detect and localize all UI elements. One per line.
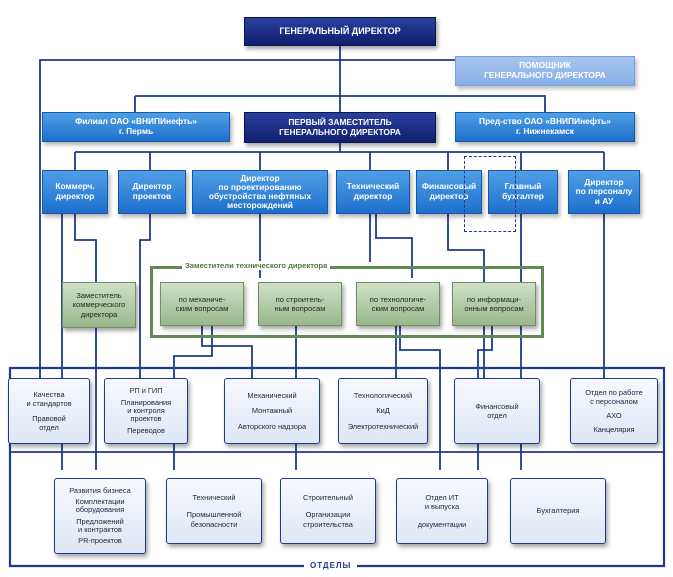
tech-deputies-title: Заместители технического директора (182, 261, 331, 270)
dept-translation-line: Переводов (127, 426, 165, 436)
dashed-relation-frame (464, 156, 516, 232)
dept-safety-line: Промышленной безопасности (186, 510, 242, 529)
financial-director-box: Финансовый директор (416, 170, 482, 214)
first-deputy-box: ПЕРВЫЙ ЗАМЕСТИТЕЛЬ ГЕНЕРАЛЬНОГО ДИРЕКТОР… (244, 112, 436, 143)
dept-technical-line: Технический (192, 493, 236, 503)
dept-business-line: Развития бизнеса (69, 486, 131, 496)
deputy-information-box: по информаци- онным вопросам (452, 282, 536, 326)
dept-quality-line: Качества и стандартов (26, 389, 72, 408)
dept-equipment-line: Комплектации оборудования (75, 497, 125, 515)
dept-mechanical-line: Механический (247, 391, 297, 401)
dept-accounting: Бухгалтерия (510, 478, 606, 544)
chief-accountant-box: Главный бухгалтер (488, 170, 558, 214)
dept-construction: Строительный Организации строительства (280, 478, 376, 544)
dept-technical: Технический Промышленной безопасности (166, 478, 262, 544)
dept-supervision-line: Авторского надзора (237, 421, 307, 431)
dept-legal-line: Правовой отдел (32, 414, 66, 433)
project-director-box: Директор проектов (118, 170, 186, 214)
technical-director-box: Технический директор (336, 170, 410, 214)
dept-hr-line: Отдел по работе с персоналом (585, 387, 643, 406)
dept-technological-line: Технологический (353, 391, 413, 401)
hr-director-box: Директор по персоналу и АУ (568, 170, 640, 214)
dept-planning-line: Планирования и контроля проектов (120, 397, 172, 424)
general-director-box: ГЕНЕРАЛЬНЫЙ ДИРЕКТОР (244, 17, 436, 46)
dept-kid-line: КиД (376, 406, 390, 416)
dept-rp-gip-line: РП и ГИП (129, 385, 163, 395)
dept-chancellery-line: Канцелярия (593, 425, 635, 435)
design-director-box: Директор по проектированию обустройства … (192, 170, 328, 214)
dept-aho-line: АХО (606, 411, 622, 420)
dept-documentation-line: документации (417, 519, 467, 529)
dept-organization-line: Организации строительства (303, 510, 353, 529)
dept-electrical-line: Электротехнический (347, 421, 419, 431)
dept-business-development: Развития бизнеса Комплектации оборудован… (54, 478, 146, 554)
deputy-technological-box: по технологиче- ским вопросам (356, 282, 440, 326)
dept-hr: Отдел по работе с персоналом АХО Канцеля… (570, 378, 658, 444)
commercial-director-box: Коммерч. директор (42, 170, 108, 214)
tech-deputies-frame (150, 266, 544, 338)
dept-assembly-line: Монтажный (251, 406, 293, 416)
branch-perm-box: Филиал ОАО «ВНИПИнефть» г. Пермь (42, 112, 230, 142)
dept-financial: Финансовый отдел (454, 378, 540, 444)
departments-label: ОТДЕЛЫ (304, 561, 358, 570)
dept-construction-line: Строительный (303, 493, 353, 503)
dept-projects: РП и ГИП Планирования и контроля проекто… (104, 378, 188, 444)
dept-financial-line: Финансовый отдел (475, 401, 519, 420)
dept-quality: Качества и стандартов Правовой отдел (8, 378, 90, 444)
dept-proposals-line: Предложений и контрактов (76, 516, 124, 534)
dept-it: Отдел ИТ и выпуска документации (396, 478, 488, 544)
deputy-commercial-box: Заместитель коммерческого директора (62, 282, 136, 328)
office-nizhnekamsk-box: Пред-ство ОАО «ВНИПИнефть» г. Нижнекамск (455, 112, 635, 142)
assistant-box: ПОМОЩНИК ГЕНЕРАЛЬНОГО ДИРЕКТОРА (455, 56, 635, 86)
dept-it-line: Отдел ИТ и выпуска (424, 493, 460, 512)
dept-technological: Технологический КиД Электротехнический (338, 378, 428, 444)
dept-mechanical: Механический Монтажный Авторского надзор… (224, 378, 320, 444)
dept-accounting-line: Бухгалтерия (536, 506, 580, 516)
deputy-mechanical-box: по механиче- ским вопросам (160, 282, 244, 326)
deputy-construction-box: по строитель- ным вопросам (258, 282, 342, 326)
dept-pr-line: PR-проектов (78, 535, 122, 545)
